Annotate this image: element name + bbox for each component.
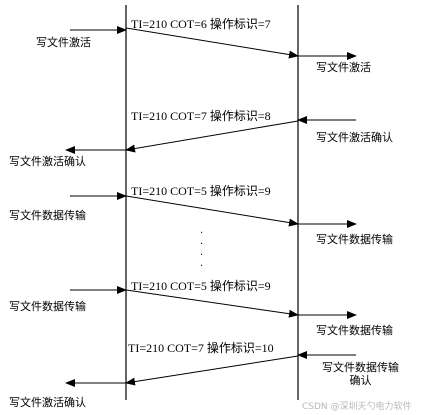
ellipsis-dots: · · · ·: [200, 228, 204, 272]
left-label-3: 写文件数据传输: [9, 209, 86, 222]
message-arrow-4: [125, 289, 299, 318]
right-label-3: 写文件数据传输: [316, 233, 393, 246]
message-label-5: TI=210 COT=7 操作标识=10: [128, 341, 274, 355]
left-label-5: 写文件激活确认: [9, 396, 86, 409]
right-label-1: 写文件激活: [316, 61, 371, 74]
right-label-4: 写文件数据传输: [316, 324, 393, 337]
message-label-3: TI=210 COT=5 操作标识=9: [131, 184, 271, 198]
message-arrow-5: [125, 355, 299, 386]
message-label-1: TI=210 COT=6 操作标识=7: [131, 17, 271, 31]
left-label-4: 写文件数据传输: [9, 300, 86, 313]
right-label-5: 写文件数据传输 确认: [322, 361, 399, 387]
watermark: CSDN @深圳天勺电力软件: [302, 402, 412, 412]
message-label-4: TI=210 COT=5 操作标识=9: [131, 279, 271, 293]
message-arrow-1: [125, 27, 299, 59]
left-label-2: 写文件激活确认: [9, 155, 86, 168]
right-label-2: 写文件激活确认: [316, 131, 393, 144]
message-arrow-2: [125, 120, 299, 153]
message-label-2: TI=210 COT=7 操作标识=8: [131, 109, 271, 123]
message-arrow-3: [125, 195, 299, 227]
left-label-1: 写文件激活: [36, 36, 91, 49]
